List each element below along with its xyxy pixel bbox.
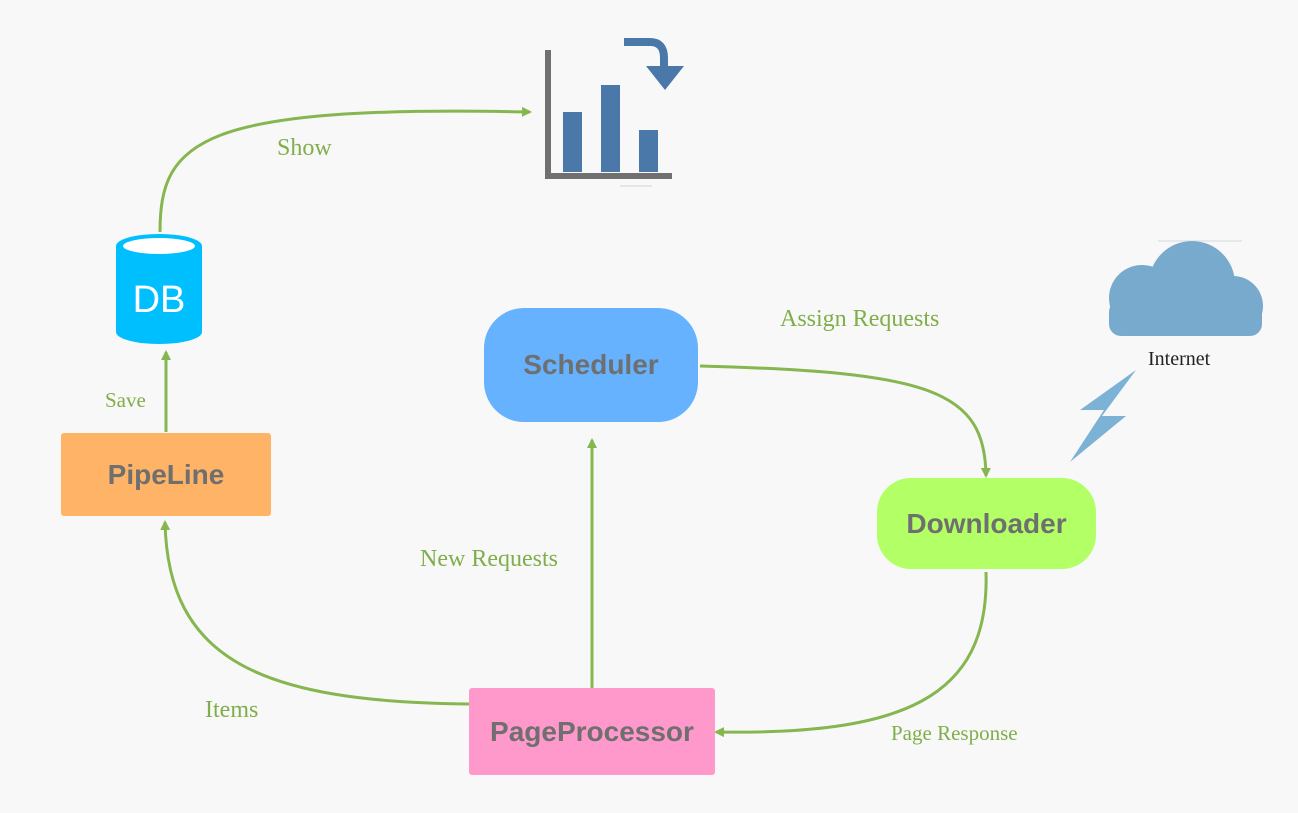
page-response-label: Page Response (891, 721, 1018, 745)
bar-chart-icon (545, 38, 684, 187)
new-requests-label: New Requests (420, 546, 558, 572)
assign-requests-label: Assign Requests (780, 306, 940, 332)
page-processor-label: PageProcessor (490, 715, 694, 747)
page-response-arrow (714, 571, 988, 738)
downloader-node: Downloader (877, 478, 1096, 569)
lightning-icon (1070, 370, 1136, 462)
db-label-box: DB (116, 270, 202, 330)
save-label: Save (105, 388, 146, 412)
page-processor-node: PageProcessor (469, 688, 715, 775)
downloader-label: Downloader (906, 507, 1067, 539)
cloud-icon (1109, 240, 1263, 336)
database-icon (116, 234, 202, 344)
show-label: Show (277, 135, 332, 161)
show-arrow (158, 106, 532, 233)
pipeline-label: PipeLine (107, 458, 225, 490)
items-label: Items (205, 697, 259, 723)
items-arrow (160, 520, 471, 706)
scheduler-node: Scheduler (484, 308, 698, 422)
pipeline-node: PipeLine (61, 433, 271, 516)
assign-requests-arrow (699, 364, 991, 478)
scheduler-label: Scheduler (523, 349, 659, 380)
internet-label: Internet (1148, 348, 1211, 370)
db-label: DB (132, 278, 186, 321)
